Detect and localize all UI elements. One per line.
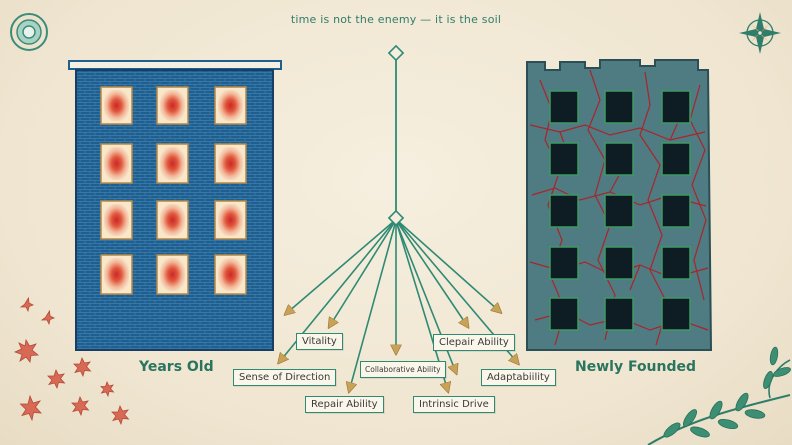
caption-newly-founded: Newly Founded [575, 359, 697, 375]
leaf-branch-icon [647, 346, 791, 445]
old-building [68, 60, 282, 351]
arrow-to-vitality [331, 222, 395, 324]
dark-windows [549, 90, 691, 331]
label-intrinsic-drive: Intrinsic Drive [413, 396, 495, 413]
caption-years-old: Years Old [139, 359, 214, 375]
arrow-to-right-upper [398, 221, 498, 310]
label-vitality: Vitality [296, 333, 343, 350]
arrow-to-sense-of-direction [288, 221, 394, 312]
arrow-to-repair-ability [350, 223, 396, 388]
tagline: time is not the enemy — it is the soil [290, 13, 502, 26]
compass-rose-icon [739, 12, 781, 54]
cracked-building [526, 59, 713, 351]
central-stem [387, 44, 405, 227]
label-adaptability: Adaptabiility [481, 369, 556, 386]
star-flower-icon [13, 296, 130, 426]
label-sense-of-direction: Sense of Direction [233, 369, 337, 386]
label-collaborative-ability: Collaborative Ability [360, 361, 446, 378]
label-clepair-ability: Clepair Ability [433, 334, 515, 351]
label-repair-ability: Repair Ability [305, 396, 384, 413]
arrow-to-intrinsic-drive [396, 223, 447, 388]
target-icon [10, 13, 48, 51]
arrow-to-clepair-ability [397, 222, 466, 324]
glowing-windows [100, 86, 247, 295]
